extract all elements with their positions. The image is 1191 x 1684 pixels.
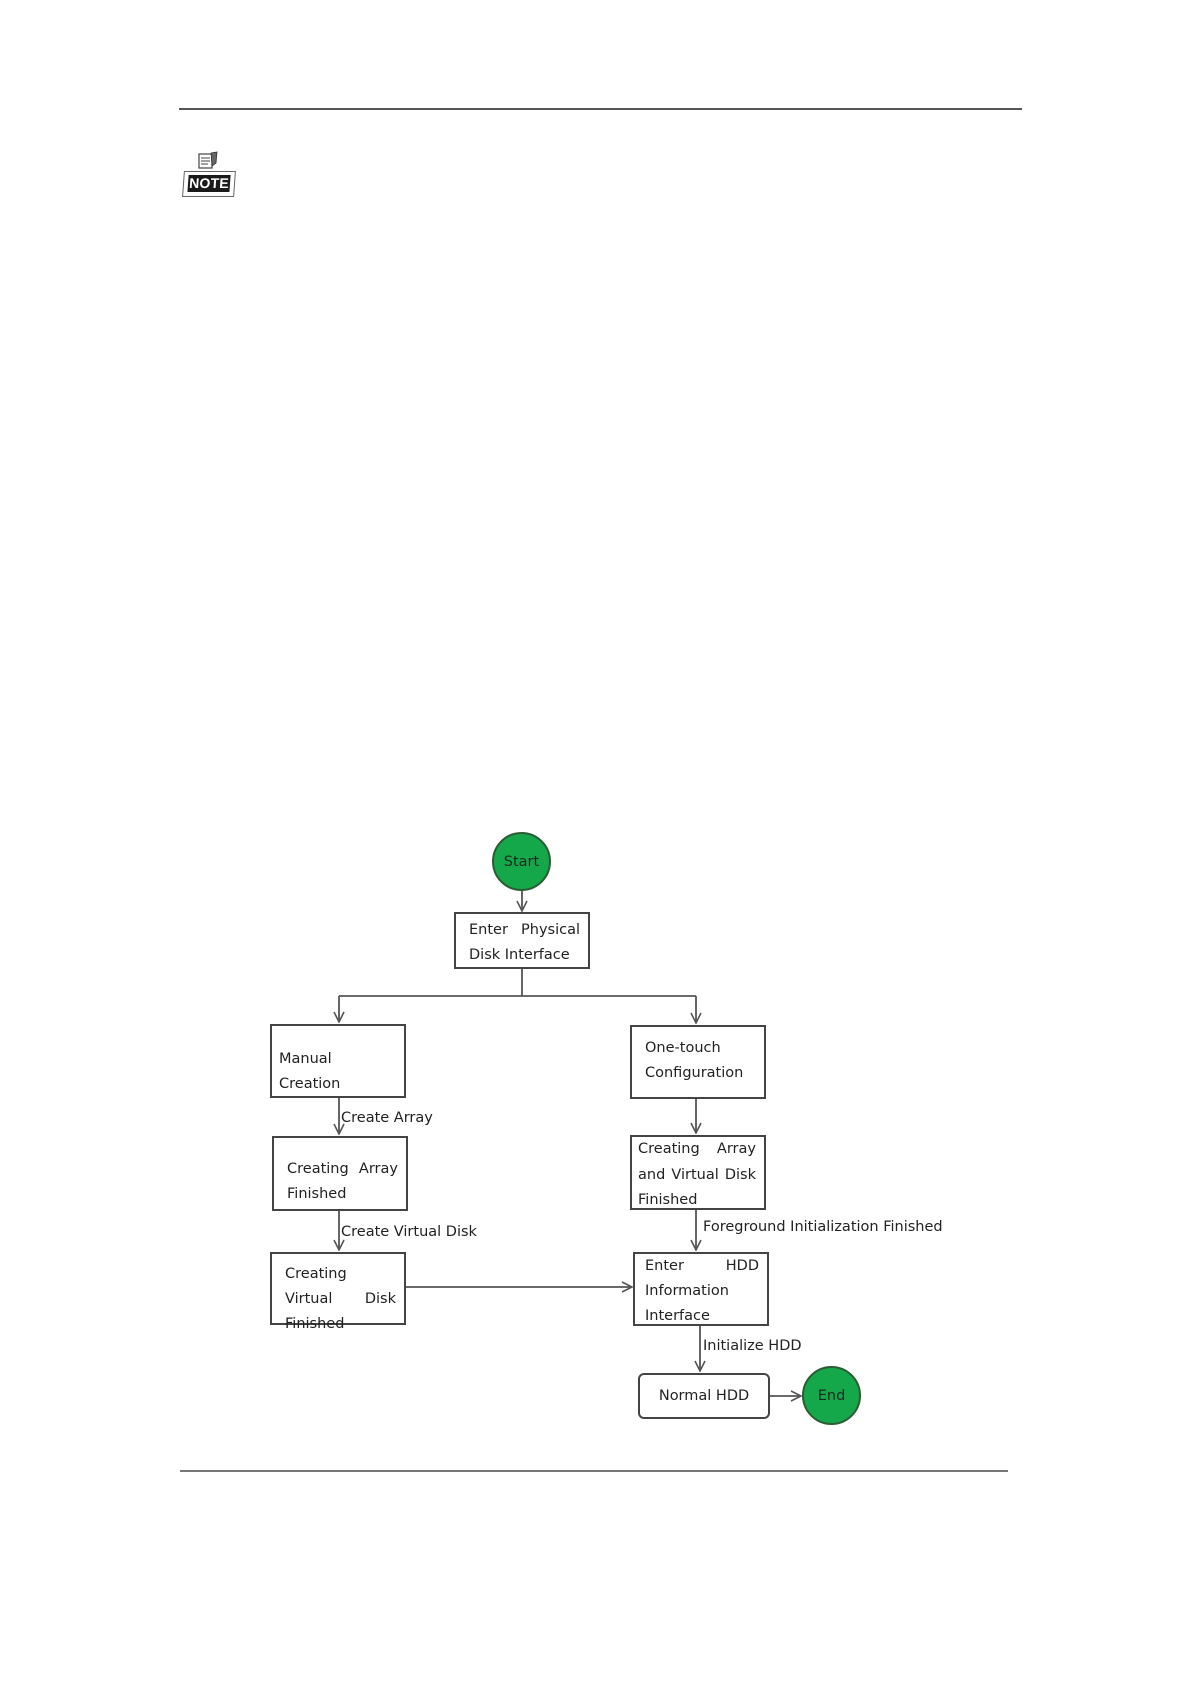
- initialize-hdd-label: Initialize HDD: [703, 1338, 802, 1354]
- normal-hdd-node: Normal HDD: [638, 1373, 770, 1419]
- start-node: Start: [492, 832, 551, 891]
- footer-rule: [180, 1470, 1008, 1472]
- creating-array-and-virtual-disk-finished-node: Creating Array and Virtual Disk Finished: [630, 1135, 766, 1210]
- end-node: End: [802, 1366, 861, 1425]
- manual-creation-node: Manual Creation: [270, 1024, 406, 1098]
- note-icon: NOTE: [181, 151, 237, 201]
- creating-array-finished-node: Creating Array Finished: [272, 1136, 408, 1211]
- creating-virtual-disk-finished-node: Creating Virtual Disk Finished: [270, 1252, 406, 1332]
- create-virtual-disk-label: Create Virtual Disk: [341, 1224, 477, 1240]
- create-array-label: Create Array: [341, 1110, 433, 1126]
- notepad-icon: [198, 151, 218, 169]
- enter-physical-disk-node: Enter Physical Disk Interface: [454, 912, 590, 969]
- foreground-initialization-finished-label: Foreground Initialization Finished: [703, 1219, 943, 1235]
- header-rule: [179, 108, 1022, 110]
- enter-hdd-information-interface-node: Enter HDD Information Interface: [633, 1252, 769, 1326]
- one-touch-configuration-node: One-touch Configuration: [630, 1025, 766, 1099]
